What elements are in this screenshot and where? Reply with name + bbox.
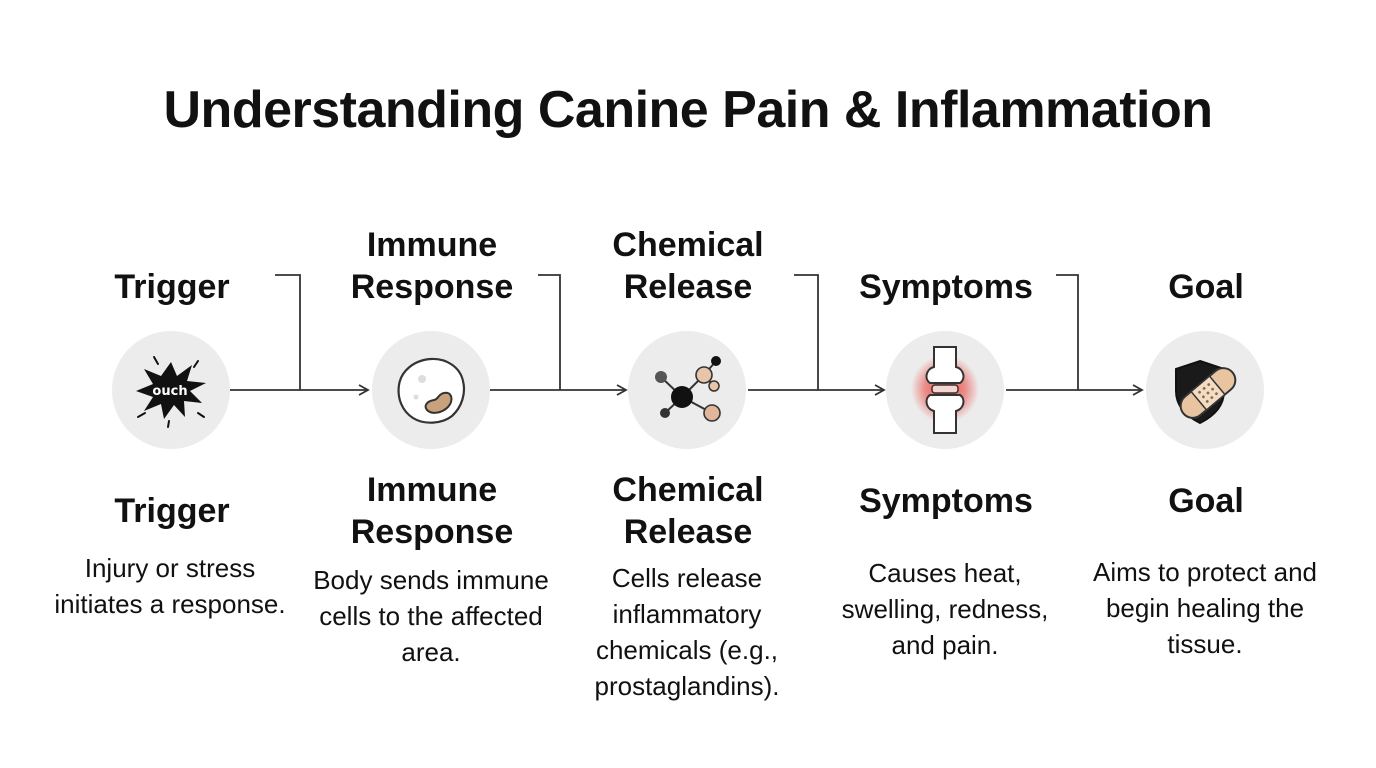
step-4-description: Causes heat, swelling, redness, and pain… — [841, 558, 1049, 660]
step-5-description: Aims to protect and begin healing the ti… — [1093, 557, 1317, 659]
connector-4 — [1056, 274, 1079, 390]
diagram-title: Understanding Canine Pain & Inflammation — [163, 81, 1214, 139]
step-1-description: Injury or stress initiates a response. — [54, 553, 286, 619]
connector-2 — [538, 274, 561, 390]
step-4-icon-circle — [886, 331, 1004, 449]
step-2-bottom-label: Immune Response — [350, 471, 514, 551]
step-3-bottom-label: Chemical Release — [612, 471, 764, 551]
inflamed-joint-icon — [911, 346, 979, 434]
shield-bandage-icon — [1175, 359, 1237, 425]
connector-1 — [275, 274, 301, 390]
step-3-icon-circle — [628, 331, 746, 449]
ouch-text: ouch — [152, 384, 187, 399]
step-2-description: Body sends immune cells to the affected … — [313, 565, 549, 667]
step-3-top-label: Chemical Release — [612, 226, 764, 306]
immune-cell-icon — [397, 357, 466, 424]
step-4-bottom-label: Symptoms — [859, 482, 1033, 520]
step-1-icon-circle: ouch — [112, 331, 230, 449]
step-1-bottom-label: Trigger — [114, 492, 230, 530]
step-3-description: Cells release inflammatory chemicals (e.… — [594, 563, 780, 701]
step-1-top-label: Trigger — [114, 268, 230, 306]
step-5-top-label: Goal — [1168, 268, 1244, 306]
ouch-burst-icon: ouch — [136, 356, 206, 428]
step-5-bottom-label: Goal — [1168, 482, 1244, 520]
step-2-top-label: Immune Response — [350, 226, 514, 306]
step-5-icon-circle — [1146, 331, 1264, 449]
connector-3 — [794, 274, 819, 390]
molecule-icon — [655, 356, 721, 422]
step-2-icon-circle — [372, 331, 490, 449]
step-4-top-label: Symptoms — [859, 268, 1033, 306]
